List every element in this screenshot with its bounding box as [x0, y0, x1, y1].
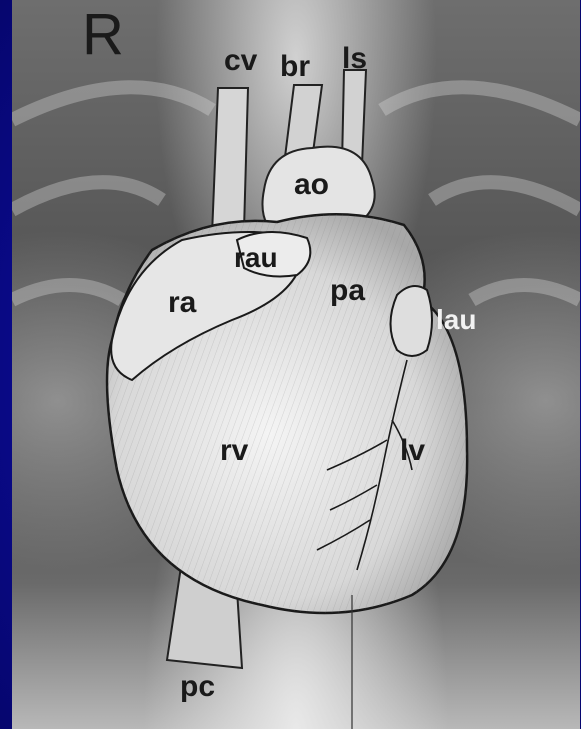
heart-illustration [12, 0, 580, 729]
label-lau: lau [436, 306, 476, 334]
label-lv: lv [400, 436, 425, 466]
side-marker: R [82, 6, 124, 64]
label-pa: pa [330, 276, 365, 306]
label-ao: ao [294, 170, 329, 200]
label-rau: rau [234, 244, 278, 272]
label-pc: pc [180, 672, 215, 702]
left-auricle [391, 286, 433, 356]
chest-xray-background: R cv br ls ao rau ra pa lau rv lv pc [12, 0, 580, 729]
label-ra: ra [168, 288, 196, 318]
label-cv: cv [224, 46, 257, 76]
vena-cava-vessel [212, 88, 248, 235]
label-rv: rv [220, 436, 248, 466]
label-br: br [280, 52, 310, 82]
label-ls: ls [342, 44, 367, 74]
